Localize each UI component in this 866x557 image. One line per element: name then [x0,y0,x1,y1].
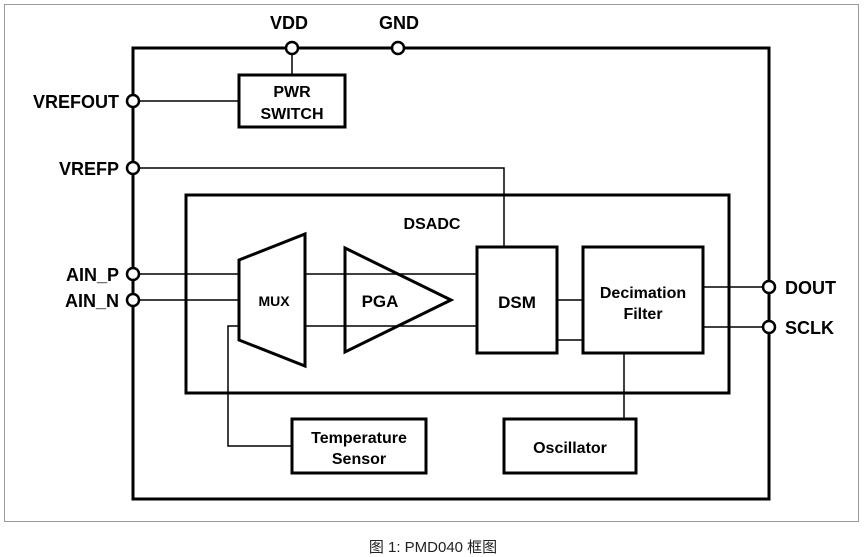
pga-block [343,245,455,355]
sclk-pin [761,319,777,335]
block-diagram: PWR SWITCH DSADC MUX PGA DSM Decimation … [33,13,836,501]
pwr-switch-block [237,73,347,129]
dsadc-label: DSADC [404,216,461,233]
dsadc-block [184,193,731,395]
vrefp-label: VREFP [59,159,119,179]
vrefout-pin [125,93,141,109]
oscillator-block [502,417,638,475]
temperature-sensor-label-2: Sensor [332,451,386,468]
dout-label: DOUT [785,278,836,298]
vrefp-pin [125,160,141,176]
mux-label: MUX [258,293,290,309]
vrefout-label: VREFOUT [33,92,119,112]
vrefp-wire [133,167,505,247]
dsm-label: DSM [498,293,536,312]
dout-pin [761,279,777,295]
ain-n-label: AIN_N [65,291,119,311]
temperature-sensor-block [290,417,428,475]
figure-caption: 图 1: PMD040 框图 [368,539,498,556]
decimation-filter-label-1: Decimation [600,285,686,302]
gnd-pin [390,40,406,56]
ain-n-pin [125,292,141,308]
sclk-label: SCLK [785,318,834,338]
dsm-block [475,245,559,355]
pga-label: PGA [362,292,399,311]
gnd-label: GND [379,13,419,33]
vdd-label: VDD [270,13,308,33]
ain-p-label: AIN_P [66,265,119,285]
decimation-filter-label-2: Filter [623,306,662,323]
temp-sensor-wire [227,325,292,447]
mux-block [237,231,307,369]
pwr-switch-label-1: PWR [273,84,311,101]
ain-p-pin [125,266,141,282]
pwr-switch-label-2: SWITCH [260,106,323,123]
temperature-sensor-label-1: Temperature [311,430,407,447]
vdd-pin [284,40,300,56]
decimation-filter-block [581,245,705,355]
figure-frame [4,4,859,522]
oscillator-label: Oscillator [533,440,607,457]
